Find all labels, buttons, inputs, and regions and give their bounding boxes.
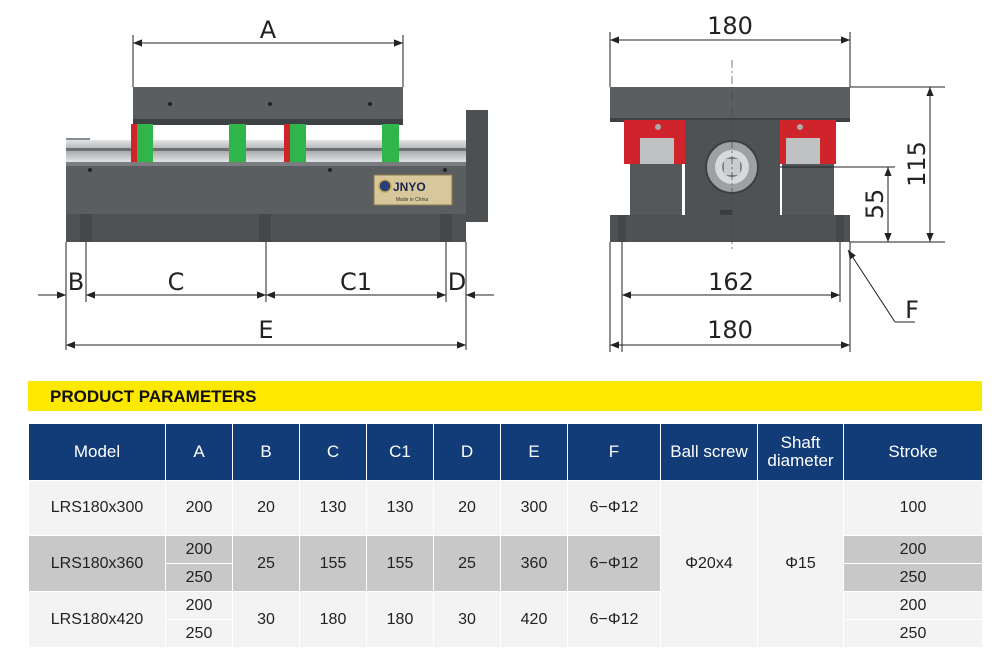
side-view: JNYO Made in China A B C C1 D E [38, 16, 494, 350]
cell-b: 20 [232, 480, 300, 536]
brand-logo-text: JNYO [393, 180, 426, 194]
motor-flange [466, 110, 488, 222]
end-top-table [610, 87, 850, 120]
dimension-label-c: C [168, 268, 185, 296]
top-table [133, 87, 403, 120]
cell-c1: 130 [366, 480, 434, 536]
slider-block [289, 124, 306, 162]
cell-stroke: 250 [843, 563, 983, 592]
slider-block [136, 124, 153, 162]
cell-c1: 155 [366, 535, 434, 592]
header-model: Model [28, 423, 166, 481]
dimension-label-a: A [260, 16, 277, 44]
cell-model: LRS180x360 [28, 535, 166, 592]
cell-stroke: 100 [843, 480, 983, 536]
cell-e: 360 [500, 535, 568, 592]
cell-f: 6−Φ12 [567, 591, 661, 648]
cell-c: 130 [299, 480, 367, 536]
logo-icon [378, 179, 392, 193]
section-banner: PRODUCT PARAMETERS [28, 381, 982, 411]
slider-block [229, 124, 246, 162]
dimension-label-e: E [258, 316, 273, 344]
cell-b: 25 [232, 535, 300, 592]
cell-e: 420 [500, 591, 568, 648]
cell-stroke: 200 [843, 591, 983, 620]
cell-ball-screw: Φ20x4 [660, 480, 758, 648]
section-title: PRODUCT PARAMETERS [50, 387, 257, 406]
cell-shaft-diameter: Φ15 [757, 480, 844, 648]
cell-f: 6−Φ12 [567, 480, 661, 536]
header-ball-screw: Ball screw [660, 423, 758, 481]
cell-stroke: 200 [843, 535, 983, 564]
cell-e: 300 [500, 480, 568, 536]
brand-plate: JNYO Made in China [373, 174, 453, 206]
dimension-label-d: D [448, 268, 466, 296]
cell-a: 200 [165, 535, 233, 564]
cell-f: 6−Φ12 [567, 535, 661, 592]
table-row: LRS180x300 200 20 130 130 20 300 6−Φ12 Φ… [28, 480, 983, 648]
header-stroke: Stroke [843, 423, 983, 481]
cell-c: 180 [299, 591, 367, 648]
cell-model: LRS180x420 [28, 591, 166, 648]
end-base-plate [610, 215, 850, 242]
header-e: E [500, 423, 568, 481]
header-c: C [299, 423, 367, 481]
dimension-label-height-center: 55 [861, 189, 889, 220]
dimension-label-top-width: 180 [707, 12, 753, 40]
cell-d: 20 [433, 480, 501, 536]
cell-stroke: 250 [843, 619, 983, 648]
cell-model: LRS180x300 [28, 480, 166, 536]
header-a: A [165, 423, 233, 481]
header-d: D [433, 423, 501, 481]
brand-subtitle: Made in China [396, 197, 428, 203]
slider-block [382, 124, 399, 162]
cell-a: 200 [165, 591, 233, 620]
cell-a: 200 [165, 480, 233, 536]
header-b: B [232, 423, 300, 481]
header-f: F [567, 423, 661, 481]
dimension-label-base-hole: 162 [708, 268, 754, 296]
dimension-label-c1: C1 [340, 268, 372, 296]
cell-d: 25 [433, 535, 501, 592]
dimension-label-f: F [905, 296, 919, 324]
dimension-label-bottom-width: 180 [707, 316, 753, 344]
dimension-label-height-total: 115 [903, 141, 931, 187]
dimension-label-b: B [68, 268, 84, 296]
end-view: 180 115 55 162 180 F [609, 12, 945, 352]
cell-c: 155 [299, 535, 367, 592]
header-c1: C1 [366, 423, 434, 481]
cell-b: 30 [232, 591, 300, 648]
cell-a: 250 [165, 619, 233, 648]
technical-drawing: JNYO Made in China A B C C1 D E [38, 12, 945, 352]
cell-d: 30 [433, 591, 501, 648]
cell-a: 250 [165, 563, 233, 592]
table-row: LRS180x420 200 30 180 180 30 420 6−Φ12 2… [28, 591, 983, 648]
cell-c1: 180 [366, 591, 434, 648]
